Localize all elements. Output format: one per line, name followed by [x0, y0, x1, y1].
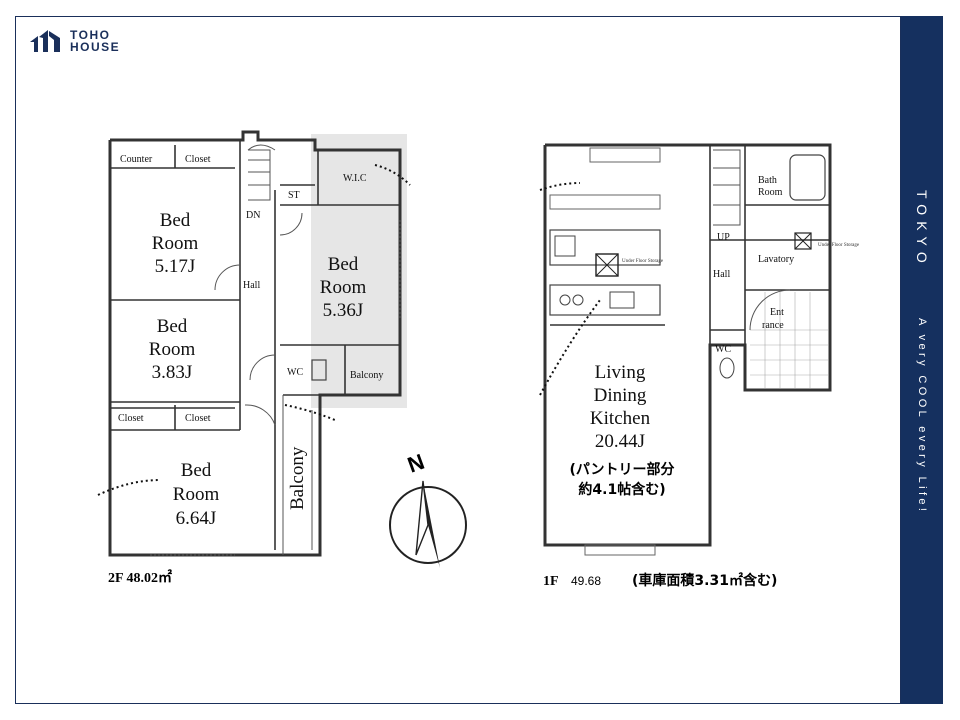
ldk-line2: Dining: [594, 385, 647, 406]
ldk-line3: Kitchen: [590, 408, 651, 429]
closet-label-2: Closet: [118, 413, 144, 424]
floor-1f-garage-note: (車庫面積3.31㎡含む): [632, 572, 777, 589]
pantry-note-line1: (パントリー部分: [569, 461, 674, 478]
bedroom-b-line1: Bed: [328, 254, 359, 275]
bedroom-a-line2: Room: [152, 233, 199, 254]
brand-name-line1: TOHO: [70, 28, 111, 42]
wic-label: W.I.C: [343, 173, 367, 184]
brand-sidebar: [901, 16, 943, 704]
bedroom-d-line1: Bed: [181, 460, 212, 481]
bedroom-b-line2: Room: [320, 277, 367, 298]
lavatory-label: Lavatory: [758, 254, 794, 265]
hall-label-2f: Hall: [243, 280, 260, 291]
bedroom-b-size: 5.36J: [323, 300, 364, 321]
dn-label: DN: [246, 210, 260, 221]
closet-label-3: Closet: [185, 413, 211, 424]
ldk-size: 20.44J: [595, 431, 645, 452]
bedroom-a-line1: Bed: [160, 210, 191, 231]
toho-house-logo-icon: [30, 30, 60, 52]
compass-north-label: N: [404, 449, 427, 478]
bedroom-c-line1: Bed: [157, 316, 188, 337]
bath-label-line1: Bath: [758, 175, 777, 186]
bedroom-d-size: 6.64J: [176, 508, 217, 529]
counter-label: Counter: [120, 154, 153, 165]
sidebar-slogan: A very COOL every Life!: [916, 318, 928, 515]
compass-icon: N: [389, 449, 467, 568]
floor-1f-label: 1F: [543, 574, 559, 589]
floor-1f-area: 49.68: [571, 574, 601, 588]
sidebar-city: TOKYO: [914, 190, 930, 269]
bedroom-d-line2: Room: [173, 484, 220, 505]
highlight-area: [311, 134, 407, 408]
balcony-label: Balcony: [287, 446, 308, 510]
bath-label-line2: Room: [758, 187, 783, 198]
under-floor-storage-kitchen: Under Floor Storage: [622, 259, 664, 264]
ldk-line1: Living: [595, 362, 646, 383]
wall-2f-outer: [108, 130, 402, 557]
under-floor-storage-lavatory: Under Floor Storage: [818, 243, 860, 248]
wc-label-2f: WC: [287, 367, 303, 378]
bedroom-a-size: 5.17J: [155, 256, 196, 277]
st-label: ST: [288, 190, 300, 201]
floor-2f-area: 2F 48.02㎡: [108, 569, 172, 586]
bedroom-c-size: 3.83J: [152, 362, 193, 383]
wc-label-1f: WC: [715, 344, 731, 355]
content-frame: [15, 16, 901, 704]
entrance-label-line1: Ent: [770, 307, 784, 318]
brand-name-line2: HOUSE: [70, 40, 121, 54]
closet-label-1: Closet: [185, 154, 211, 165]
entrance-label-line2: rance: [762, 320, 784, 331]
up-label: UP: [717, 232, 730, 243]
bedroom-c-line2: Room: [149, 339, 196, 360]
hall-label-1f: Hall: [713, 269, 730, 280]
brand-logo: TOHO HOUSE: [28, 28, 120, 54]
balcony-small-label: Balcony: [350, 370, 383, 381]
pantry-note-line2: 約4.1帖含む): [578, 481, 665, 498]
